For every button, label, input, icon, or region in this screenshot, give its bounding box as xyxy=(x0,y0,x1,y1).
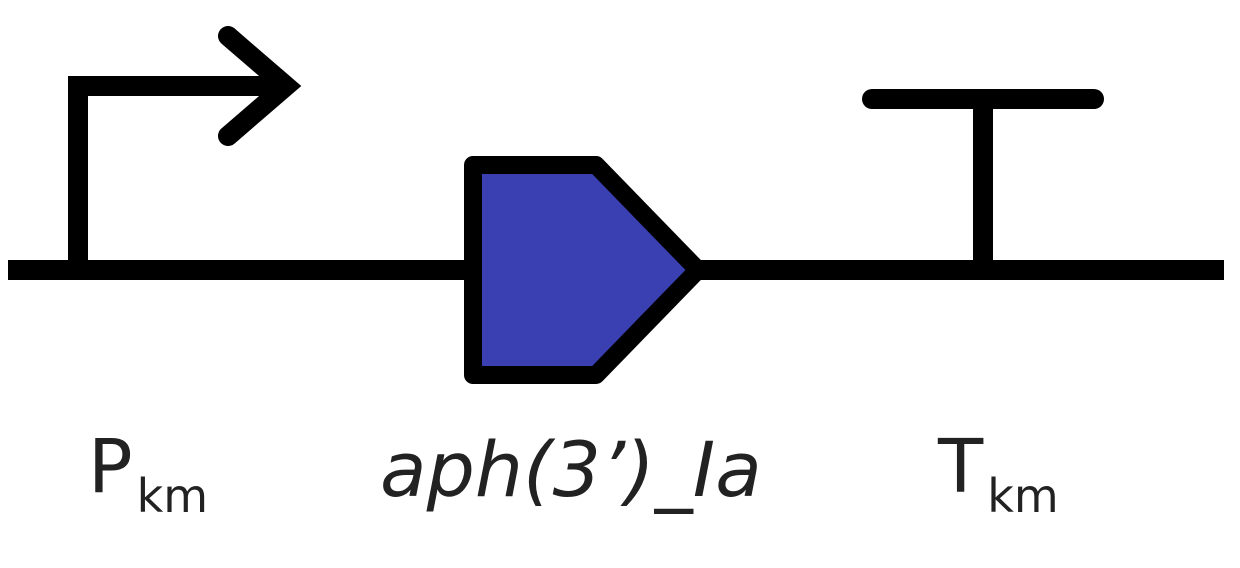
terminator-label-subscript: km xyxy=(987,469,1059,523)
promoter-label: Pkm xyxy=(88,430,208,519)
terminator-symbol xyxy=(862,89,1104,270)
promoter-label-main: P xyxy=(88,424,133,510)
promoter-arrowhead xyxy=(218,26,302,146)
cds-gene-block xyxy=(464,156,707,384)
terminator-label-main: T xyxy=(938,424,984,510)
promoter-label-subscript: km xyxy=(136,469,209,523)
gene-label: aph(3’)_Ia xyxy=(380,425,762,514)
promoter-symbol xyxy=(68,26,302,270)
promoter-arrow-stem xyxy=(68,76,276,270)
terminator-label: Tkm xyxy=(938,430,1059,519)
